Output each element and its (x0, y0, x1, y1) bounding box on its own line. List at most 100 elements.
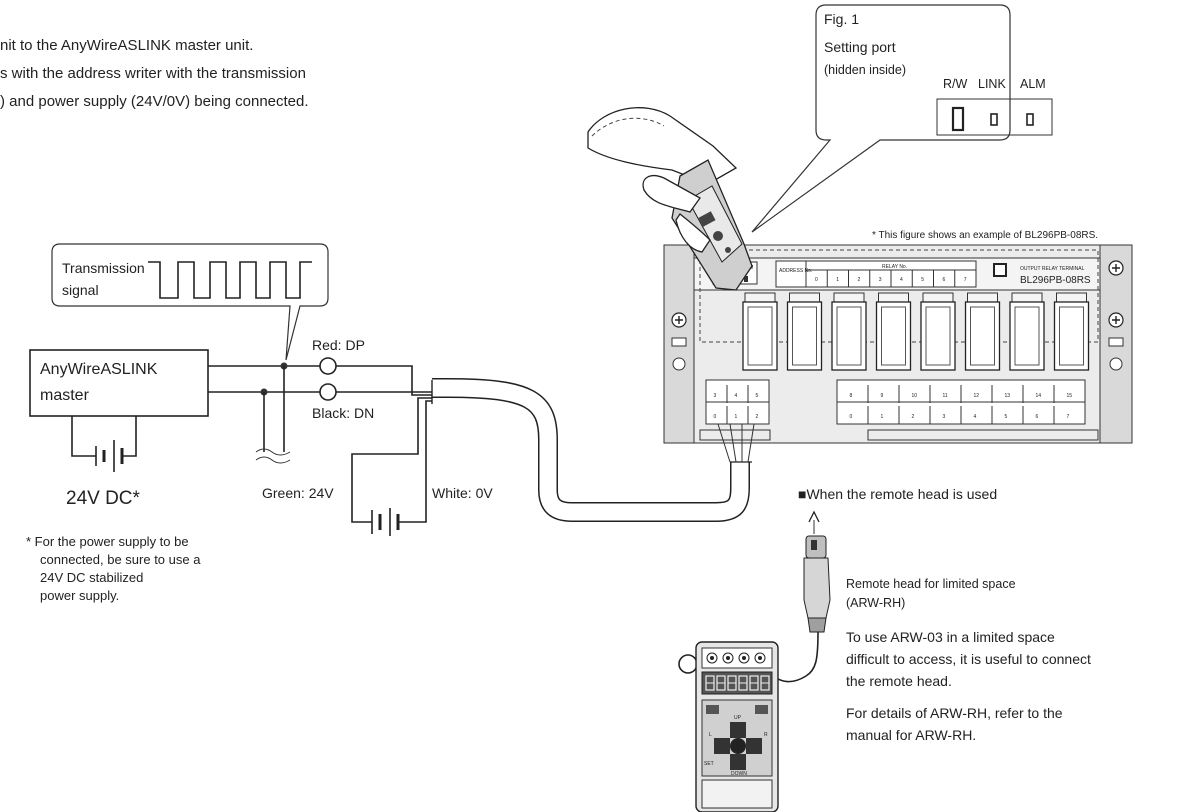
footnote-line-1: * For the power supply to be (26, 534, 189, 549)
terminal-number: 6 (1036, 414, 1039, 420)
relay-inner (747, 306, 773, 366)
terminal-foot-right (867, 429, 1099, 441)
strap-ring-icon (678, 654, 698, 674)
break-mark-icon (255, 448, 291, 456)
master-unit: AnyWireASLINK master 24V DC* (29, 349, 209, 509)
writer-key-icon (755, 705, 768, 714)
key-down-label: DOWN (731, 771, 747, 777)
terminal-number: 0 (714, 414, 717, 420)
terminal-number: 11 (943, 393, 948, 399)
signal-waveform-icon (148, 261, 312, 299)
writer-dpad-icon (714, 722, 762, 770)
fig1-alm-led (1026, 113, 1034, 126)
address-label: ADDRESS No. (779, 268, 812, 274)
remote-head-connector (811, 540, 817, 550)
writer-lower-panel (701, 779, 773, 809)
relay-number: 4 (900, 277, 903, 283)
writer-key-icon (706, 705, 719, 714)
writer-display (701, 671, 773, 695)
terminal-foot-left (699, 429, 771, 441)
relay-inner (1014, 306, 1040, 366)
terminal-number: 9 (881, 393, 884, 399)
signal-callout: Transmission signal (51, 243, 329, 361)
fig1-link-led (990, 113, 998, 126)
master-label-2: master (40, 387, 90, 404)
wiring (208, 357, 755, 536)
terminal-number: 10 (912, 393, 918, 399)
footnote-line-2: connected, be sure to use a (40, 552, 201, 567)
intro-line-1: nit to the AnyWireASLINK master unit. (0, 37, 253, 54)
break-mark-icon (255, 456, 291, 464)
writer-dial-row (706, 652, 766, 664)
remote-heading: ■When the remote head is used (798, 486, 997, 502)
relay-inner (792, 306, 817, 366)
green-24v-wire (351, 397, 432, 523)
power-supply-icon (371, 508, 400, 536)
cable-wire-ends (717, 423, 755, 463)
mount-screw-icon (671, 260, 1124, 328)
address-writer-in-hand (587, 107, 753, 291)
intro-line-2: s with the address writer with the trans… (0, 65, 306, 82)
terminal-model: BL296PB-08RS (1020, 275, 1091, 286)
terminal-number: 3 (714, 393, 717, 399)
master-power-wire-right (122, 416, 137, 457)
terminal-number: 8 (850, 393, 853, 399)
battery-icon (95, 440, 124, 472)
cable-inner (432, 379, 749, 521)
intro-text: nit to the AnyWireASLINK master unit. s … (0, 37, 309, 110)
relay-row (742, 292, 1090, 371)
signal-label-2: signal (62, 282, 99, 298)
glove-thumb (675, 213, 711, 253)
example-note: * This figure shows an example of BL296P… (872, 230, 1098, 241)
glove-fingers (642, 175, 701, 213)
terminal-number: 2 (912, 414, 915, 420)
remote-head (775, 510, 831, 683)
dn-terminal-icon (319, 383, 337, 401)
fig1-callout: Fig. 1 Setting port (hidden inside) R/W … (751, 4, 1053, 233)
remote-name-1: Remote head for limited space (846, 577, 1016, 591)
left-hole (672, 357, 686, 371)
relay-number: 2 (858, 277, 861, 283)
signal-bubble (51, 243, 329, 361)
signal-label-1: Transmission (62, 260, 145, 276)
fig1-port-label: Setting port (824, 39, 896, 55)
relay-number: 5 (921, 277, 924, 283)
master-label-1: AnyWireASLINK (40, 361, 158, 378)
address-writer-display (698, 211, 716, 227)
key-up-label: UP (734, 715, 742, 721)
address-writer: UP DOWN SET L R (678, 641, 779, 812)
writer-display-digits (705, 675, 770, 691)
footnote-line-4: power supply. (40, 588, 119, 603)
terminal-number: 4 (974, 414, 977, 420)
relay-number-table (775, 260, 977, 288)
relay-number: 1 (836, 277, 839, 283)
footnote: * For the power supply to be connected, … (26, 534, 201, 603)
remote-name-2: (ARW-RH) (846, 596, 905, 610)
footnote-line-3: 24V DC stabilized (40, 570, 143, 585)
relay-inner (925, 306, 951, 366)
terminal-number: 3 (943, 414, 946, 420)
key-l-label: L (709, 732, 712, 738)
fig1-alm-label: ALM (1020, 77, 1046, 91)
setting-port-alm (744, 276, 748, 282)
address-writer-key-icon (713, 231, 723, 241)
remote-desc-2: difficult to access, it is useful to con… (846, 651, 1091, 667)
relay-label: RELAY No. (882, 264, 907, 270)
white-0v-label: White: 0V (432, 485, 493, 501)
terminal-number: 1 (735, 414, 738, 420)
fig1-rw-label: R/W (943, 77, 968, 91)
remote-desc-1: To use ARW-03 in a limited space (846, 629, 1055, 645)
relay-inner (970, 306, 995, 366)
remote-desc-3: the remote head. (846, 673, 952, 689)
terminal-number: 13 (1005, 393, 1011, 399)
fig1-link-label: LINK (978, 77, 1006, 91)
address-writer-face (687, 185, 743, 263)
remote-head-body (803, 557, 831, 619)
terminal-number: 15 (1067, 393, 1073, 399)
writer-top-panel (701, 647, 773, 669)
remote-head-grip (807, 617, 827, 633)
fig1-bubble (751, 4, 1011, 233)
right-hole (1109, 357, 1123, 371)
